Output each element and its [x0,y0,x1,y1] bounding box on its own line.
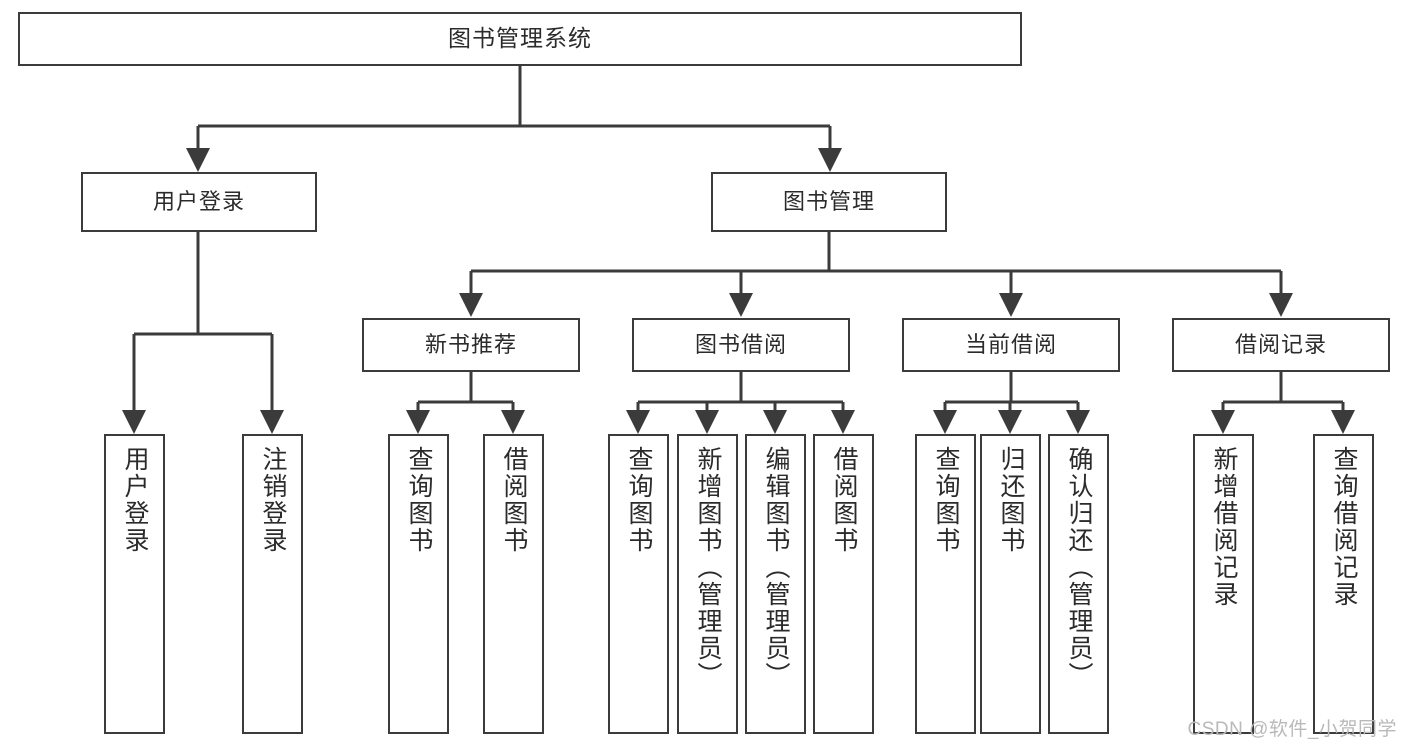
node-label: 归还图书 [997,446,1025,554]
node-leaf-user-login[interactable]: 用户登录 [104,434,165,734]
node-label: 查询图书 [932,446,960,554]
node-leaf-query-book-borrow[interactable]: 查询图书 [608,434,669,734]
node-leaf-query-borrow-record[interactable]: 查询借阅记录 [1313,434,1374,734]
node-leaf-add-borrow-record[interactable]: 新增借阅记录 [1193,434,1254,734]
node-label: 图书管理 [782,188,875,214]
node-new-book-recommend[interactable]: 新书推荐 [362,318,580,372]
node-label: 图书管理系统 [448,25,592,52]
node-label: 查询图书 [625,446,653,554]
node-label: 用户登录 [121,446,149,554]
node-book-borrow[interactable]: 图书借阅 [632,318,850,372]
node-leaf-logout[interactable]: 注销登录 [242,434,303,734]
node-leaf-query-book-recommend[interactable]: 查询图书 [388,434,449,734]
node-leaf-confirm-return[interactable]: 确认归还（管理员） [1048,434,1109,734]
node-leaf-return-book[interactable]: 归还图书 [980,434,1041,734]
node-label: 查询借阅记录 [1330,446,1358,608]
node-label: 借阅记录 [1234,331,1327,357]
node-borrow-record[interactable]: 借阅记录 [1172,318,1390,372]
node-label: 编辑图书（管理员） [762,446,790,689]
node-leaf-borrow-book-recommend[interactable]: 借阅图书 [483,434,544,734]
node-leaf-borrow-book[interactable]: 借阅图书 [813,434,874,734]
node-label: 注销登录 [259,446,287,554]
node-current-borrow[interactable]: 当前借阅 [902,318,1120,372]
node-label: 新书推荐 [424,331,517,357]
node-leaf-query-book-current[interactable]: 查询图书 [915,434,976,734]
node-label: 当前借阅 [964,331,1057,357]
node-label: 借阅图书 [830,446,858,554]
node-label: 图书借阅 [694,331,787,357]
node-leaf-edit-book[interactable]: 编辑图书（管理员） [745,434,806,734]
watermark: CSDN @软件_小贺同学 [1187,719,1397,740]
node-label: 新增借阅记录 [1210,446,1238,608]
node-book-management[interactable]: 图书管理 [711,172,947,232]
node-leaf-add-book[interactable]: 新增图书（管理员） [677,434,738,734]
node-label: 用户登录 [152,188,245,214]
node-label: 确认归还（管理员） [1065,446,1093,689]
node-book-management-system[interactable]: 图书管理系统 [18,12,1022,66]
node-user-login[interactable]: 用户登录 [81,172,317,232]
node-label: 借阅图书 [500,446,528,554]
node-label: 新增图书（管理员） [694,446,722,689]
node-label: 查询图书 [405,446,433,554]
